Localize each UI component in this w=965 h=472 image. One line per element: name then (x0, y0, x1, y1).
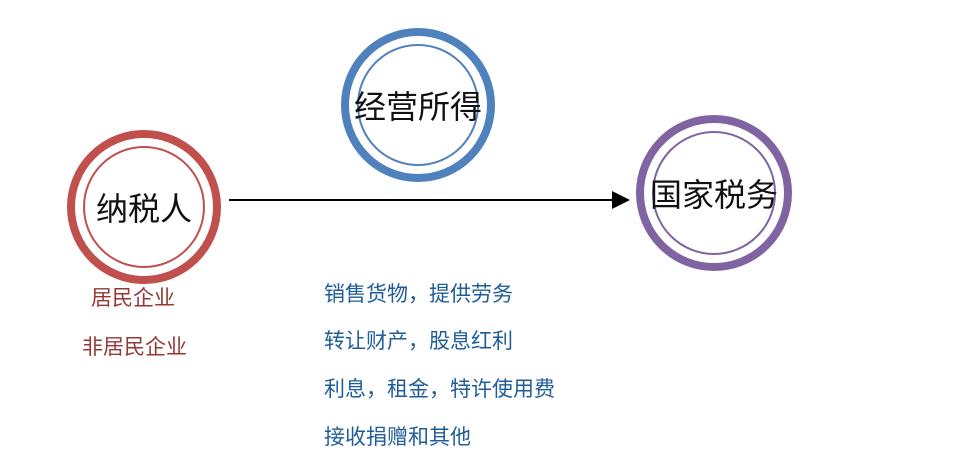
income-type-3: 利息，租金，特许使用费 (324, 377, 555, 401)
flow-arrow-head (612, 191, 630, 209)
tax-authority-node: 国家税务 (636, 115, 792, 271)
taxpayer-label: 纳税人 (95, 190, 192, 228)
tax-authority-label: 国家税务 (649, 176, 778, 214)
income-type-2: 转让财产，股息红利 (324, 329, 513, 353)
income-type-1: 销售货物，提供劳务 (324, 282, 513, 306)
income-type-4: 接收捐赠和其他 (324, 425, 471, 449)
taxpayer-type-nonresident: 非居民企业 (82, 335, 187, 359)
income-node-inner-ring (357, 44, 479, 166)
taxpayer-type-resident: 居民企业 (91, 286, 175, 310)
taxpayer-node: 纳税人 (67, 130, 221, 284)
tax-authority-node-inner-ring (652, 131, 776, 255)
taxpayer-node-inner-ring (83, 146, 205, 268)
income-label: 经营所得 (353, 88, 482, 126)
income-node: 经营所得 (341, 28, 495, 182)
